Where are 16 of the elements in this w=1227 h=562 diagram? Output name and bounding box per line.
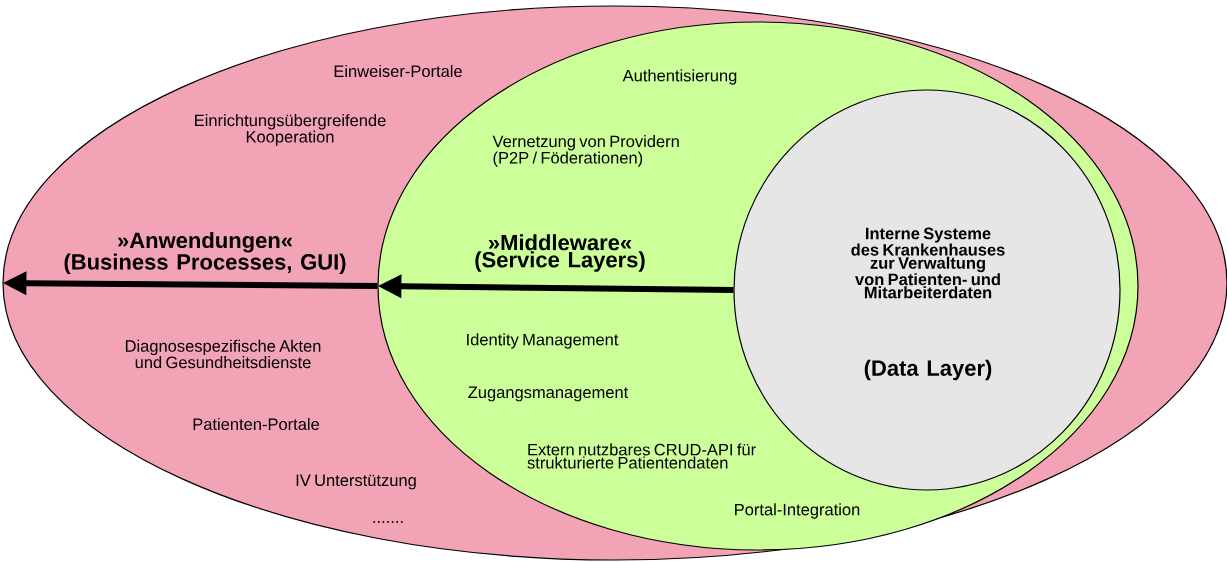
list-item: Identity Management bbox=[467, 333, 619, 349]
layer-description: Interne Systeme des Krankenhauses zur Verwaltung von Patienten- und Mitarbeiterdaten bbox=[851, 227, 1005, 299]
list-item: Einweiser-Portale bbox=[334, 64, 462, 78]
layer-title: »Anwendungen« (Business Processes, GUI) bbox=[64, 231, 346, 275]
list-item: Authentisierung bbox=[622, 69, 737, 85]
layer-title: »Middleware« (Service Layers) bbox=[475, 234, 645, 272]
list-item: Patienten-Portale bbox=[193, 417, 319, 431]
list-item: Portal-Integration bbox=[735, 503, 860, 519]
list-item: Einrichtungsübergreifende Kooperation bbox=[195, 114, 386, 146]
list-item: ....... bbox=[373, 521, 403, 523]
list-item: Extern nutzbares CRUD-API für strukturierte Patientendaten bbox=[527, 443, 756, 469]
list-item: Zugangsmanagement bbox=[468, 386, 629, 402]
list-item: Diagnosespezifische Akten und Gesundheitsdienste bbox=[125, 339, 321, 369]
list-item: IV Unterstützung bbox=[296, 474, 416, 490]
layer-title: (Data Layer) bbox=[864, 359, 992, 381]
list-item: Vernetzung von Providern (P2P / Föderationen) bbox=[492, 135, 679, 167]
